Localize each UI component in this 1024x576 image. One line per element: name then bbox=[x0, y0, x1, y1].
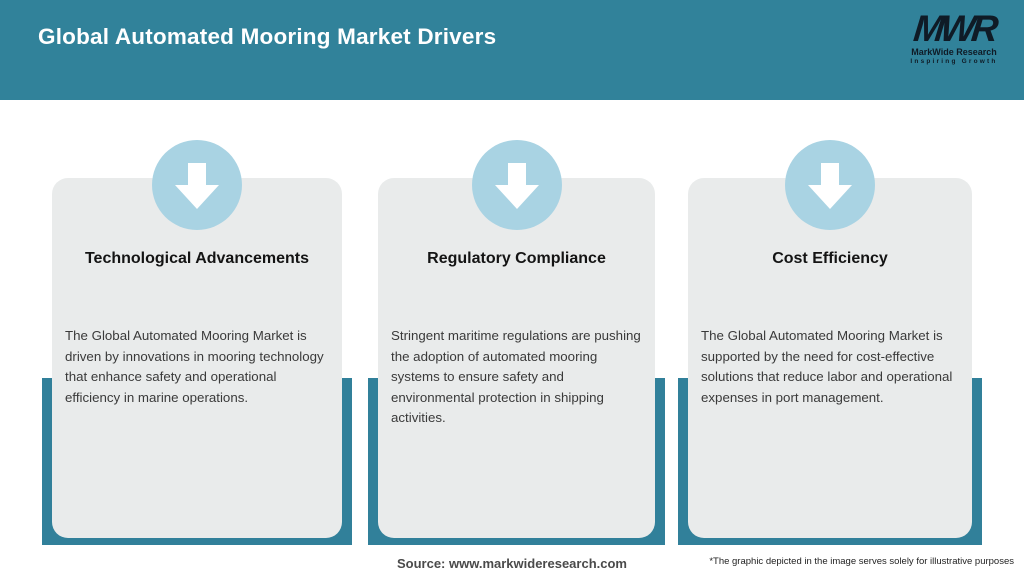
driver-card-cost: Cost Efficiency The Global Automated Moo… bbox=[678, 140, 982, 545]
markwide-logo: MWR MarkWide Research Inspiring Growth bbox=[902, 8, 1006, 66]
card-title: Cost Efficiency bbox=[772, 250, 888, 267]
card-title: Technological Advancements bbox=[84, 250, 310, 267]
mwr-logo-icon: MWR bbox=[911, 8, 997, 49]
down-arrow-icon bbox=[152, 140, 242, 230]
down-arrow-icon bbox=[785, 140, 875, 230]
disclaimer-text: *The graphic depicted in the image serve… bbox=[709, 556, 1014, 567]
card-description: The Global Automated Mooring Market is s… bbox=[701, 328, 953, 405]
card-title: Regulatory Compliance bbox=[427, 250, 606, 267]
page-title: Global Automated Mooring Market Drivers bbox=[38, 24, 497, 49]
card-description: The Global Automated Mooring Market is d… bbox=[65, 328, 324, 405]
driver-card-regulatory: Regulatory Compliance Stringent maritime… bbox=[368, 140, 665, 545]
card-description: Stringent maritime regulations are pushi… bbox=[391, 328, 641, 426]
driver-card-technological: Technological Advancements The Global Au… bbox=[42, 140, 352, 545]
source-text: Source: www.markwideresearch.com bbox=[396, 556, 627, 571]
logo-name: MarkWide Research bbox=[911, 47, 997, 58]
logo-tagline: Inspiring Growth bbox=[910, 58, 998, 66]
header-bar: Global Automated Mooring Market Drivers … bbox=[0, 0, 1024, 100]
card-panel: Regulatory Compliance Stringent maritime… bbox=[378, 178, 655, 538]
card-panel: Cost Efficiency The Global Automated Moo… bbox=[688, 178, 972, 538]
card-panel: Technological Advancements The Global Au… bbox=[52, 178, 342, 538]
down-arrow-icon bbox=[471, 140, 562, 230]
